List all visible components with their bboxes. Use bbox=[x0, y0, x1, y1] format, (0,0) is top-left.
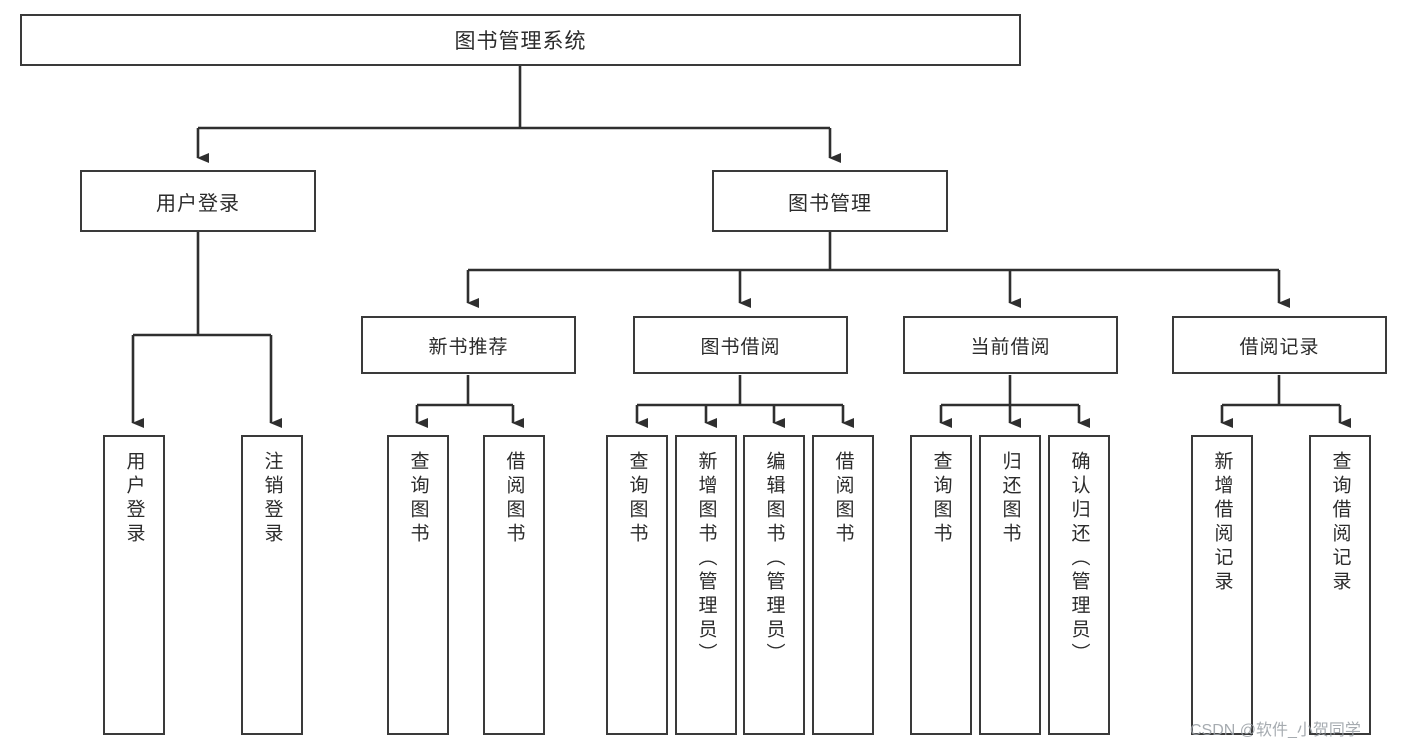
node-new-book-recommend-label: 新书推荐 bbox=[428, 336, 509, 358]
node-borrow-record[interactable]: 借阅记录 bbox=[1172, 316, 1387, 374]
leaf-record-query-record-label: 查询借阅记录 bbox=[1329, 451, 1351, 595]
leaf-user-login[interactable]: 用户登录 bbox=[103, 435, 165, 735]
leaf-borrow-query-book[interactable]: 查询图书 bbox=[606, 435, 668, 735]
leaf-borrow-add-book[interactable]: 新增图书（管理员） bbox=[675, 435, 737, 735]
node-user-login-label: 用户登录 bbox=[156, 192, 240, 215]
node-new-book-recommend[interactable]: 新书推荐 bbox=[361, 316, 576, 374]
leaf-current-query-book-label: 查询图书 bbox=[930, 451, 952, 547]
node-root-book-management-system[interactable]: 图书管理系统 bbox=[20, 14, 1021, 66]
leaf-current-query-book[interactable]: 查询图书 bbox=[910, 435, 972, 735]
leaf-current-confirm-return[interactable]: 确认归还（管理员） bbox=[1048, 435, 1110, 735]
leaf-newbook-borrow-book[interactable]: 借阅图书 bbox=[483, 435, 545, 735]
node-book-management[interactable]: 图书管理 bbox=[712, 170, 948, 232]
csdn-watermark: CSDN @软件_小贺同学 bbox=[1190, 722, 1361, 739]
node-borrow-record-label: 借阅记录 bbox=[1239, 336, 1320, 358]
node-user-login[interactable]: 用户登录 bbox=[80, 170, 316, 232]
leaf-borrow-add-book-label: 新增图书（管理员） bbox=[695, 451, 717, 667]
leaf-record-add-record-label: 新增借阅记录 bbox=[1211, 451, 1233, 595]
leaf-current-return-book-label: 归还图书 bbox=[999, 451, 1021, 547]
node-current-borrow[interactable]: 当前借阅 bbox=[903, 316, 1118, 374]
leaf-borrow-edit-book-label: 编辑图书（管理员） bbox=[763, 451, 785, 667]
node-current-borrow-label: 当前借阅 bbox=[970, 336, 1051, 358]
leaf-borrow-borrow-book[interactable]: 借阅图书 bbox=[812, 435, 874, 735]
leaf-user-login-label: 用户登录 bbox=[123, 451, 145, 547]
node-root-label: 图书管理系统 bbox=[454, 30, 587, 53]
leaf-borrow-query-book-label: 查询图书 bbox=[626, 451, 648, 547]
leaf-borrow-borrow-book-label: 借阅图书 bbox=[832, 451, 854, 547]
leaf-newbook-query-book-label: 查询图书 bbox=[407, 451, 429, 547]
leaf-record-query-record[interactable]: 查询借阅记录 bbox=[1309, 435, 1371, 735]
node-book-management-label: 图书管理 bbox=[788, 192, 872, 215]
node-book-borrow[interactable]: 图书借阅 bbox=[633, 316, 848, 374]
node-book-borrow-label: 图书借阅 bbox=[700, 336, 781, 358]
leaf-newbook-borrow-book-label: 借阅图书 bbox=[503, 451, 525, 547]
leaf-newbook-query-book[interactable]: 查询图书 bbox=[387, 435, 449, 735]
leaf-logout[interactable]: 注销登录 bbox=[241, 435, 303, 735]
leaf-logout-label: 注销登录 bbox=[261, 451, 283, 547]
leaf-record-add-record[interactable]: 新增借阅记录 bbox=[1191, 435, 1253, 735]
leaf-current-confirm-return-label: 确认归还（管理员） bbox=[1068, 451, 1090, 667]
leaf-borrow-edit-book[interactable]: 编辑图书（管理员） bbox=[743, 435, 805, 735]
leaf-current-return-book[interactable]: 归还图书 bbox=[979, 435, 1041, 735]
